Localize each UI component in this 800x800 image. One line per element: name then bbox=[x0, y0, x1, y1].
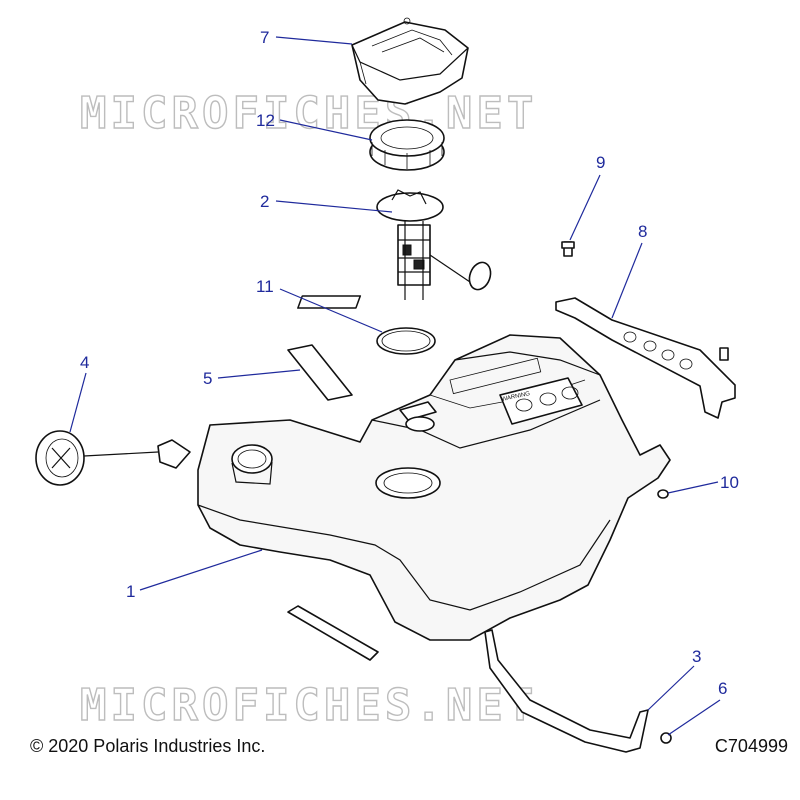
tank-bottom-pad bbox=[287, 605, 379, 661]
callout-labels: 7 12 2 11 5 4 1 9 8 10 3 6 bbox=[80, 28, 739, 698]
callout-2[interactable]: 2 bbox=[260, 192, 269, 211]
leader-10 bbox=[667, 481, 719, 494]
copyright-notice: © 2020 Polaris Industries Inc. bbox=[30, 736, 266, 756]
part-3-strap bbox=[484, 629, 649, 753]
callout-1[interactable]: 1 bbox=[126, 582, 135, 601]
watermark-top: MICROFICHES.NET bbox=[80, 88, 537, 139]
callout-11[interactable]: 11 bbox=[256, 277, 274, 296]
part-6-screw bbox=[660, 732, 672, 744]
watermark-bottom: MICROFICHES.NET bbox=[80, 680, 537, 731]
part-12-lock-ring bbox=[369, 119, 445, 171]
part-1-fuel-tank: WARNING bbox=[197, 334, 671, 641]
part-11-gasket bbox=[376, 327, 436, 355]
leader-5 bbox=[217, 369, 301, 379]
bracket-bolt bbox=[719, 347, 729, 361]
callout-8[interactable]: 8 bbox=[638, 222, 647, 241]
callout-10[interactable]: 10 bbox=[720, 473, 739, 492]
callout-7[interactable]: 7 bbox=[260, 28, 269, 47]
leader-4 bbox=[69, 372, 87, 433]
part-9-bolt bbox=[561, 241, 575, 257]
callout-5[interactable]: 5 bbox=[203, 369, 212, 388]
part-5-pad bbox=[287, 344, 353, 401]
part-2-fuel-pump bbox=[297, 189, 492, 309]
leader-3 bbox=[647, 665, 695, 711]
leader-2 bbox=[275, 200, 393, 213]
callout-12[interactable]: 12 bbox=[256, 111, 275, 130]
callout-4[interactable]: 4 bbox=[80, 353, 89, 372]
leader-1 bbox=[139, 549, 263, 591]
leader-7 bbox=[275, 36, 353, 45]
callout-6[interactable]: 6 bbox=[718, 679, 727, 698]
tank-decal-text: WARNING bbox=[501, 391, 531, 403]
leader-11 bbox=[279, 288, 383, 333]
callout-9[interactable]: 9 bbox=[596, 153, 605, 172]
leader-8 bbox=[611, 242, 643, 319]
part-8-bracket bbox=[555, 297, 736, 419]
leader-9 bbox=[569, 174, 601, 241]
leader-12 bbox=[279, 119, 373, 141]
part-4-fuel-cap bbox=[35, 430, 191, 486]
leader-6 bbox=[667, 699, 721, 736]
callout-3[interactable]: 3 bbox=[692, 647, 701, 666]
part-10-nut bbox=[657, 489, 669, 499]
part-7-pump-cover bbox=[351, 17, 469, 105]
leader-lines bbox=[69, 36, 721, 736]
drawing-number: C704999 bbox=[714, 736, 788, 756]
